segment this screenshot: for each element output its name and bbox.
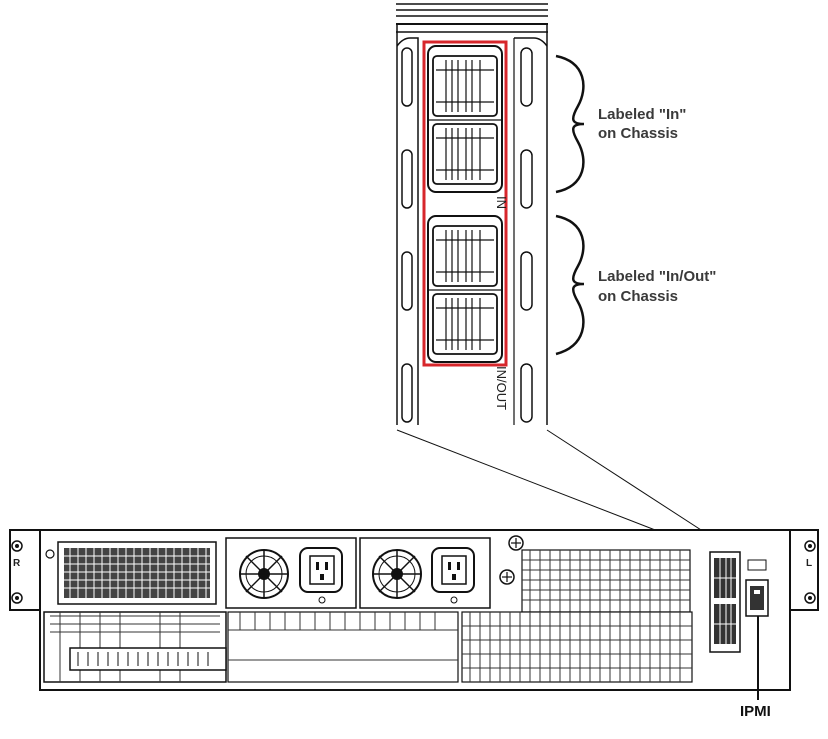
chassis-rear: R L	[9, 529, 819, 691]
port-text-in: IN	[494, 196, 509, 209]
qsfp-cage-upper	[427, 45, 503, 193]
upper-label-line2: on Chassis	[598, 125, 678, 142]
right-vent-area	[521, 549, 691, 613]
left-ear-letter: R	[13, 558, 21, 569]
left-slots	[401, 47, 413, 423]
rear-qsfp-ports	[709, 551, 741, 653]
lower-brace	[555, 214, 585, 356]
upper-brace	[555, 54, 585, 194]
right-ear-letter: L	[806, 558, 812, 569]
port-highlight-box	[422, 40, 508, 367]
ipmi-port	[745, 559, 769, 617]
lower-label-line2: on Chassis	[598, 288, 678, 305]
left-rack-ear: R	[9, 529, 41, 611]
port-text-in-out: IN/OUT	[494, 366, 509, 410]
right-rack-ear: L	[789, 529, 819, 611]
right-slots	[520, 47, 533, 423]
power-supply-2	[359, 537, 491, 609]
left-vent-panel	[45, 541, 217, 605]
lower-label-line1: Labeled "In/Out"	[598, 268, 716, 285]
ipmi-label: IPMI	[740, 703, 771, 720]
upper-label-line1: Labeled "In"	[598, 106, 686, 123]
power-supply-1	[225, 537, 357, 609]
lower-section	[43, 611, 693, 683]
qsfp-cage-lower	[427, 215, 503, 363]
detail-view: IN IN/OUT	[396, 3, 548, 425]
